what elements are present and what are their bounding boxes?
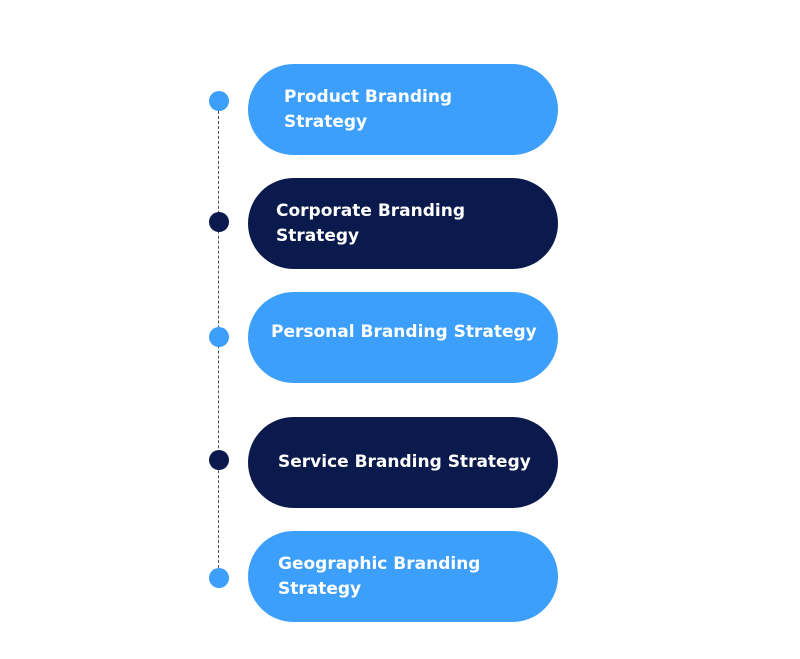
timeline-dot-personal <box>208 327 229 347</box>
strategy-label-service: Service Branding Strategy <box>278 452 531 472</box>
strategy-card-product: Product Branding Strategy <box>248 64 558 155</box>
strategy-card-corporate: Corporate Branding Strategy <box>248 178 558 269</box>
strategy-card-geographic: Geographic Branding Strategy <box>248 531 558 622</box>
strategy-card-personal: Personal Branding Strategy <box>248 292 558 383</box>
timeline-dot-geographic <box>208 568 229 588</box>
strategy-label-personal: Personal Branding Strategy <box>271 322 537 342</box>
strategy-label-corporate: Corporate Branding Strategy <box>276 200 466 246</box>
strategy-label-product: Product Branding Strategy <box>284 86 453 132</box>
timeline-dot-service <box>208 450 229 470</box>
strategy-label-geographic: Geographic Branding Strategy <box>278 553 481 599</box>
strategy-card-service: Service Branding Strategy <box>248 417 558 508</box>
timeline-dot-product <box>208 91 229 111</box>
timeline-dot-corporate <box>208 212 229 232</box>
